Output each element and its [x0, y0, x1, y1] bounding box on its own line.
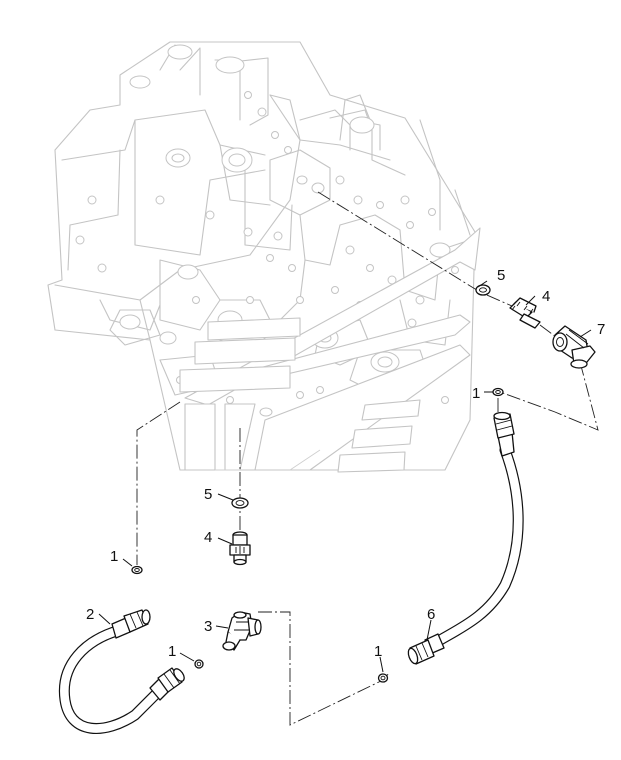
callout-4-center: 4: [204, 529, 212, 546]
callout-5-center: 5: [204, 486, 212, 503]
callout-3: 3: [204, 618, 212, 635]
callout-6: 6: [427, 606, 435, 623]
part-6-hose-right: [407, 411, 524, 665]
callout-1-bottom: 1: [374, 643, 382, 660]
assembly-center-lines: [136, 191, 599, 726]
callout-7: 7: [597, 321, 605, 338]
valve-block-ghost: [47, 41, 481, 473]
part-4-adapter-upper: [509, 297, 541, 329]
part-7-elbow: [552, 325, 596, 369]
part-2-hose-left: [58, 609, 185, 734]
part-1-o-ring-right: [492, 387, 504, 397]
callout-1-mid: 1: [168, 643, 176, 660]
part-5-o-ring-upper: [475, 284, 491, 296]
callout-labels: 5 4 7 1 5 4 1 2 3 1 1 6: [86, 267, 605, 660]
part-1-o-ring-left: [131, 565, 143, 575]
part-1-o-ring-bottom: [377, 673, 389, 683]
callout-4-upper: 4: [542, 288, 550, 305]
part-3-tee: [222, 611, 262, 651]
leader-lines: [98, 280, 592, 673]
callout-1-right: 1: [472, 385, 480, 402]
section-arrows-ghost: [179, 227, 481, 473]
callout-2: 2: [86, 606, 94, 623]
callout-5-upper: 5: [497, 267, 505, 284]
part-4-adapter-center: [229, 531, 251, 566]
part-5-o-ring-center: [231, 497, 249, 509]
callout-1-left: 1: [110, 548, 118, 565]
part-1-o-ring-mid: [194, 659, 204, 669]
